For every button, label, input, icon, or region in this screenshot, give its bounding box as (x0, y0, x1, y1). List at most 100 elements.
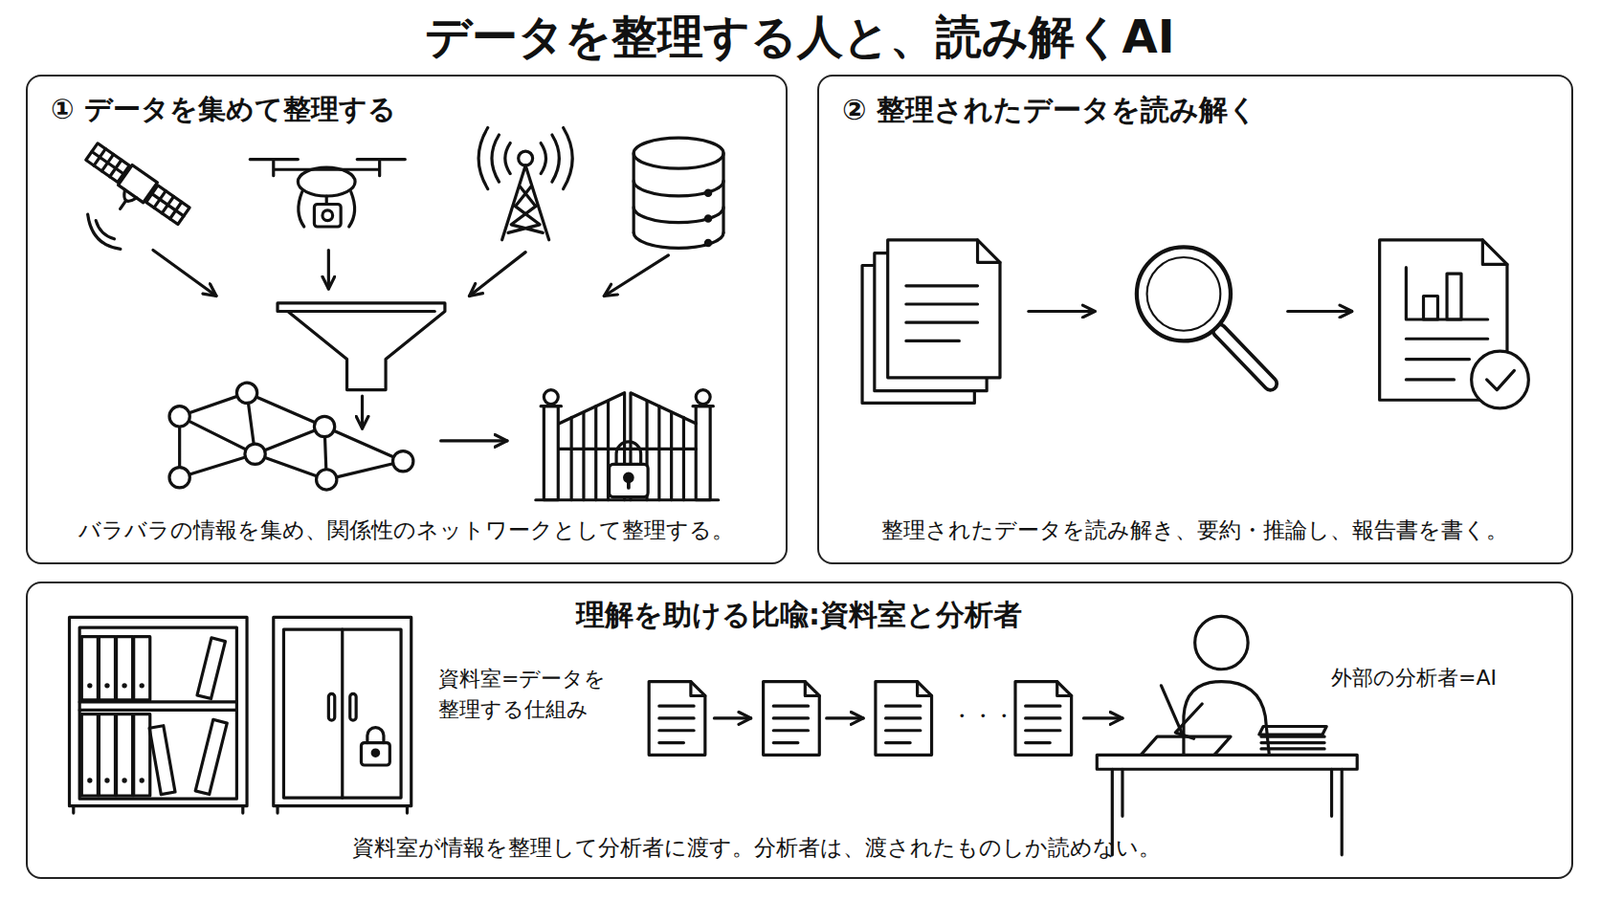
flow-arrow (826, 716, 864, 720)
network-graph (316, 469, 337, 490)
report-icon (1487, 370, 1515, 390)
satellite-icon (86, 143, 130, 183)
satellite-icon (74, 141, 192, 242)
flow-arrow (1028, 310, 1353, 313)
report-icon (1379, 240, 1508, 400)
report-icon (1471, 351, 1530, 409)
bookshelf-icon (197, 638, 225, 700)
document-stack-icon (862, 240, 1000, 404)
locked-cabinet-icon (372, 750, 378, 756)
bookshelf-icon (121, 777, 127, 783)
report-icon (1379, 240, 1530, 409)
satellite-icon (74, 141, 192, 249)
locked-gate-icon (535, 406, 719, 501)
satellite-icon (86, 143, 130, 183)
drone-icon (313, 204, 341, 227)
panel-box: ② 整理されたデータを読み解く整理されたデータを読み解き、要約・推論し、報告書を… (817, 74, 1574, 565)
network-graph (169, 467, 190, 489)
drone-icon (249, 159, 405, 227)
flow-arrow (713, 716, 751, 720)
flow-arrow (603, 255, 668, 297)
bookshelf-icon (104, 683, 110, 689)
analyst-at-desk-icon (1160, 686, 1181, 734)
flow-arrow (1288, 310, 1353, 313)
network-graph (169, 382, 414, 490)
bookshelf-icon (104, 777, 110, 783)
locked-gate-icon (695, 406, 711, 501)
locked-gate-icon (558, 400, 696, 500)
locked-gate-icon (543, 406, 558, 501)
metaphor-note: 資料室=データを 整理する仕組み (438, 664, 609, 726)
locked-gate-icon (543, 390, 558, 405)
document-icon (763, 682, 821, 756)
bookshelf-icon (87, 683, 92, 689)
locked-cabinet-icon (277, 629, 407, 814)
magnifier-icon (1219, 331, 1270, 384)
bookshelf-icon (149, 726, 176, 796)
report-icon (1405, 267, 1488, 320)
antenna-tower-icon (478, 128, 573, 241)
bookshelf-icon (116, 714, 134, 797)
bookshelf-icon (121, 683, 127, 689)
bookshelf-icon (133, 637, 151, 701)
drone-icon (249, 159, 405, 177)
locked-gate-icon (609, 464, 649, 497)
satellite-icon (113, 189, 136, 213)
document-icon (648, 682, 706, 756)
bookshelf-icon (69, 617, 248, 814)
flow-arrow (360, 396, 364, 429)
bookshelf-icon (87, 683, 145, 784)
database-icon (633, 137, 724, 248)
locked-gate-icon (695, 390, 711, 405)
network-graph (169, 382, 414, 490)
analyst-at-desk-icon (1140, 736, 1231, 756)
network-graph (169, 406, 190, 427)
bookshelf-icon (139, 777, 145, 783)
database-icon (633, 137, 724, 169)
antenna-tower-icon (518, 151, 534, 166)
funnel-icon (277, 303, 445, 391)
locked-gate-icon (535, 390, 719, 501)
document-icon (886, 682, 933, 744)
drone-icon (298, 192, 356, 227)
flow-arrow (1083, 716, 1123, 720)
flow-arrow (153, 250, 217, 297)
analyst-at-desk-icon (1096, 755, 1357, 770)
antenna-tower-icon (540, 128, 573, 190)
metaphor-note: 外部の分析者=AI (1331, 665, 1497, 692)
bookshelf-icon (195, 719, 227, 795)
bookshelf-icon (81, 714, 98, 797)
antenna-tower-icon (502, 165, 550, 241)
drone-icon (297, 167, 356, 197)
network-graph (393, 451, 414, 472)
document-stack-icon (906, 286, 978, 342)
locked-cabinet-icon (367, 728, 384, 744)
document-icon (773, 682, 820, 744)
drone-icon (325, 196, 329, 205)
analyst-at-desk-icon (1096, 616, 1357, 856)
satellite-icon (146, 185, 190, 225)
locked-cabinet-icon (360, 743, 390, 766)
magnifier-icon (1136, 246, 1231, 341)
database-icon (705, 190, 711, 196)
panel-heading: ② 整理されたデータを読み解く (842, 91, 1258, 129)
analyst-at-desk-icon (1111, 769, 1342, 856)
database-icon (705, 240, 711, 245)
funnel-icon (277, 303, 445, 391)
bookshelf-icon (79, 627, 237, 800)
bookshelf-icon (98, 714, 115, 797)
document-stack-icon (888, 240, 1000, 378)
bookshelf-icon (69, 617, 248, 806)
bookshelf-icon (133, 714, 151, 797)
flow-arrow (327, 250, 331, 290)
document-stack-icon (977, 240, 1000, 263)
network-graph (179, 393, 404, 481)
panel-box: 理解を助ける比喩:資料室と分析者資料室が情報を整理して分析者に渡す。分析者は、渡… (25, 581, 1574, 880)
antenna-tower-icon (478, 128, 511, 190)
locked-cabinet-icon (273, 617, 412, 806)
document-stack-icon (862, 265, 975, 403)
document-stack-icon (874, 253, 987, 392)
network-graph (313, 416, 334, 437)
flow-arrow (713, 716, 1123, 720)
